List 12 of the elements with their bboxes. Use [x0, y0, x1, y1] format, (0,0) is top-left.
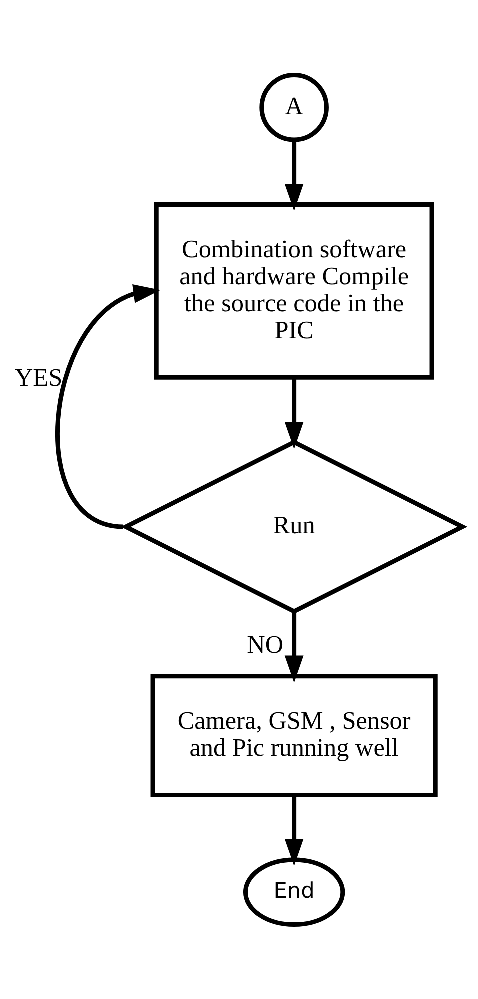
edge-label: YES	[14, 364, 63, 392]
node-circle: A	[260, 72, 329, 142]
arrow	[284, 794, 304, 866]
edge-label: NO	[247, 631, 284, 658]
arrow	[56, 284, 161, 529]
arrow	[284, 140, 304, 211]
arrow	[284, 611, 304, 682]
node-ellipse: End	[243, 857, 346, 927]
node-diamond: Run	[121, 439, 468, 614]
node-box: Combination software and hardware Compile the source code in the PIC	[154, 202, 434, 380]
arrow	[284, 378, 304, 449]
node-box: Camera, GSM , Sensor and Pic running well	[150, 674, 438, 797]
